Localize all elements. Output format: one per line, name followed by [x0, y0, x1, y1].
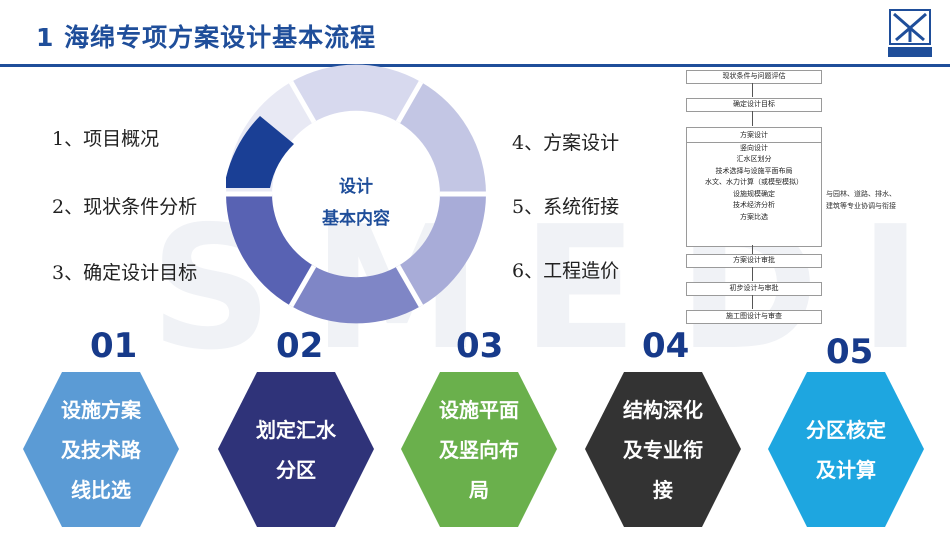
step-3-line1: 设施平面: [439, 397, 519, 422]
step-1-line3: 线比选: [71, 477, 131, 502]
cycle-center-line1: 设计: [339, 177, 373, 197]
step-number-3: 03: [456, 326, 504, 366]
flow-step-3-line: 竖向设计: [740, 143, 768, 152]
step-2-line1: 划定汇水: [256, 417, 336, 442]
flow-step-3-line: 方案设计: [687, 130, 821, 143]
flow-arrow: [752, 295, 753, 309]
cycle-segment-top-right: [398, 82, 486, 194]
flow-step-3-line: 汇水区划分: [736, 155, 772, 163]
flow-step-3-line: 设施规模确定: [733, 189, 775, 198]
page-title: 1 海绵专项方案设计基本流程: [36, 23, 377, 52]
hexagon-shape: [585, 372, 741, 527]
flow-step-3-line: 技术选择与设施平面布局: [715, 166, 793, 175]
step-1-line1: 设施方案: [61, 397, 141, 422]
flow-step-1: 现状条件与问题评估: [686, 70, 822, 84]
step-hexagon-1: 设施方案及技术路线比选: [23, 372, 179, 527]
content-cycle-diagram: 设计 基本内容: [224, 64, 486, 324]
cycle-center-line2: 基本内容: [322, 209, 390, 229]
cycle-segment-bottom: [291, 266, 421, 324]
step-hexagon-3: 设施平面及竖向布局: [401, 372, 557, 527]
flow-arrow: [752, 83, 753, 97]
flow-arrow: [752, 245, 753, 258]
flow-arrow: [752, 111, 753, 126]
flow-step-2: 确定设计目标: [686, 98, 822, 112]
content-item-6: 6、工程造价: [512, 260, 620, 282]
flowchart-side-note: 与园林、道路、排水、建筑等专业协调与衔接: [826, 190, 896, 210]
step-number-2: 02: [276, 326, 324, 366]
flow-step-3-line: 技术经济分析: [733, 201, 775, 209]
step-3-line3: 局: [469, 477, 489, 502]
content-item-2: 2、现状条件分析: [52, 196, 198, 218]
step-hexagon-5: 分区核定及计算: [768, 372, 924, 527]
content-item-3: 3、确定设计目标: [52, 262, 198, 284]
step-number-5: 05: [826, 332, 874, 372]
flow-step-6: 施工图设计与审查: [686, 310, 822, 324]
cycle-segment-bottom-left: [226, 194, 314, 306]
cycle-segment-highlight: [224, 116, 294, 188]
title-underline: [0, 64, 950, 67]
step-number-4: 04: [642, 326, 690, 366]
flow-step-4: 方案设计审批: [686, 254, 822, 268]
content-item-1: 1、项目概况: [52, 128, 160, 150]
content-item-5: 5、系统衔接: [512, 196, 620, 218]
header: 1 海绵专项方案设计基本流程: [0, 0, 950, 68]
hexagon-shape: [768, 372, 924, 527]
step-1-line2: 及技术路: [61, 437, 141, 462]
step-4-line2: 及专业衔: [623, 437, 703, 462]
step-5-line1: 分区核定: [806, 417, 886, 442]
step-4-line3: 接: [653, 477, 673, 502]
step-2-line2: 分区: [276, 457, 316, 482]
step-3-line2: 及竖向布: [439, 437, 519, 462]
step-hexagon-4: 结构深化及专业衔接: [585, 372, 741, 527]
flow-step-3: 方案设计 竖向设计 汇水区划分 技术选择与设施平面布局 水文、水力计算（或模型模…: [686, 127, 822, 247]
step-5-line2: 及计算: [816, 457, 876, 482]
step-number-1: 01: [90, 326, 138, 366]
cycle-segment-top: [291, 64, 421, 122]
hexagon-shape: [218, 372, 374, 527]
step-hexagon-2: 划定汇水分区: [218, 372, 374, 527]
hexagon-shape: [401, 372, 557, 527]
cycle-segment-bottom-right: [398, 194, 486, 306]
step-4-line1: 结构深化: [623, 397, 703, 422]
smedi-logo: [886, 8, 934, 58]
flow-arrow: [752, 267, 753, 281]
flow-step-3-line: 方案比选: [740, 212, 768, 221]
design-flowchart: 现状条件与问题评估 确定设计目标 方案设计 竖向设计 汇水区划分 技术选择与设施…: [686, 68, 822, 328]
flow-step-5: 初步设计与审批: [686, 282, 822, 296]
content-item-4: 4、方案设计: [512, 132, 620, 154]
flow-step-3-line: 水文、水力计算（或模型模拟）: [705, 178, 803, 186]
hexagon-shape: [23, 372, 179, 527]
